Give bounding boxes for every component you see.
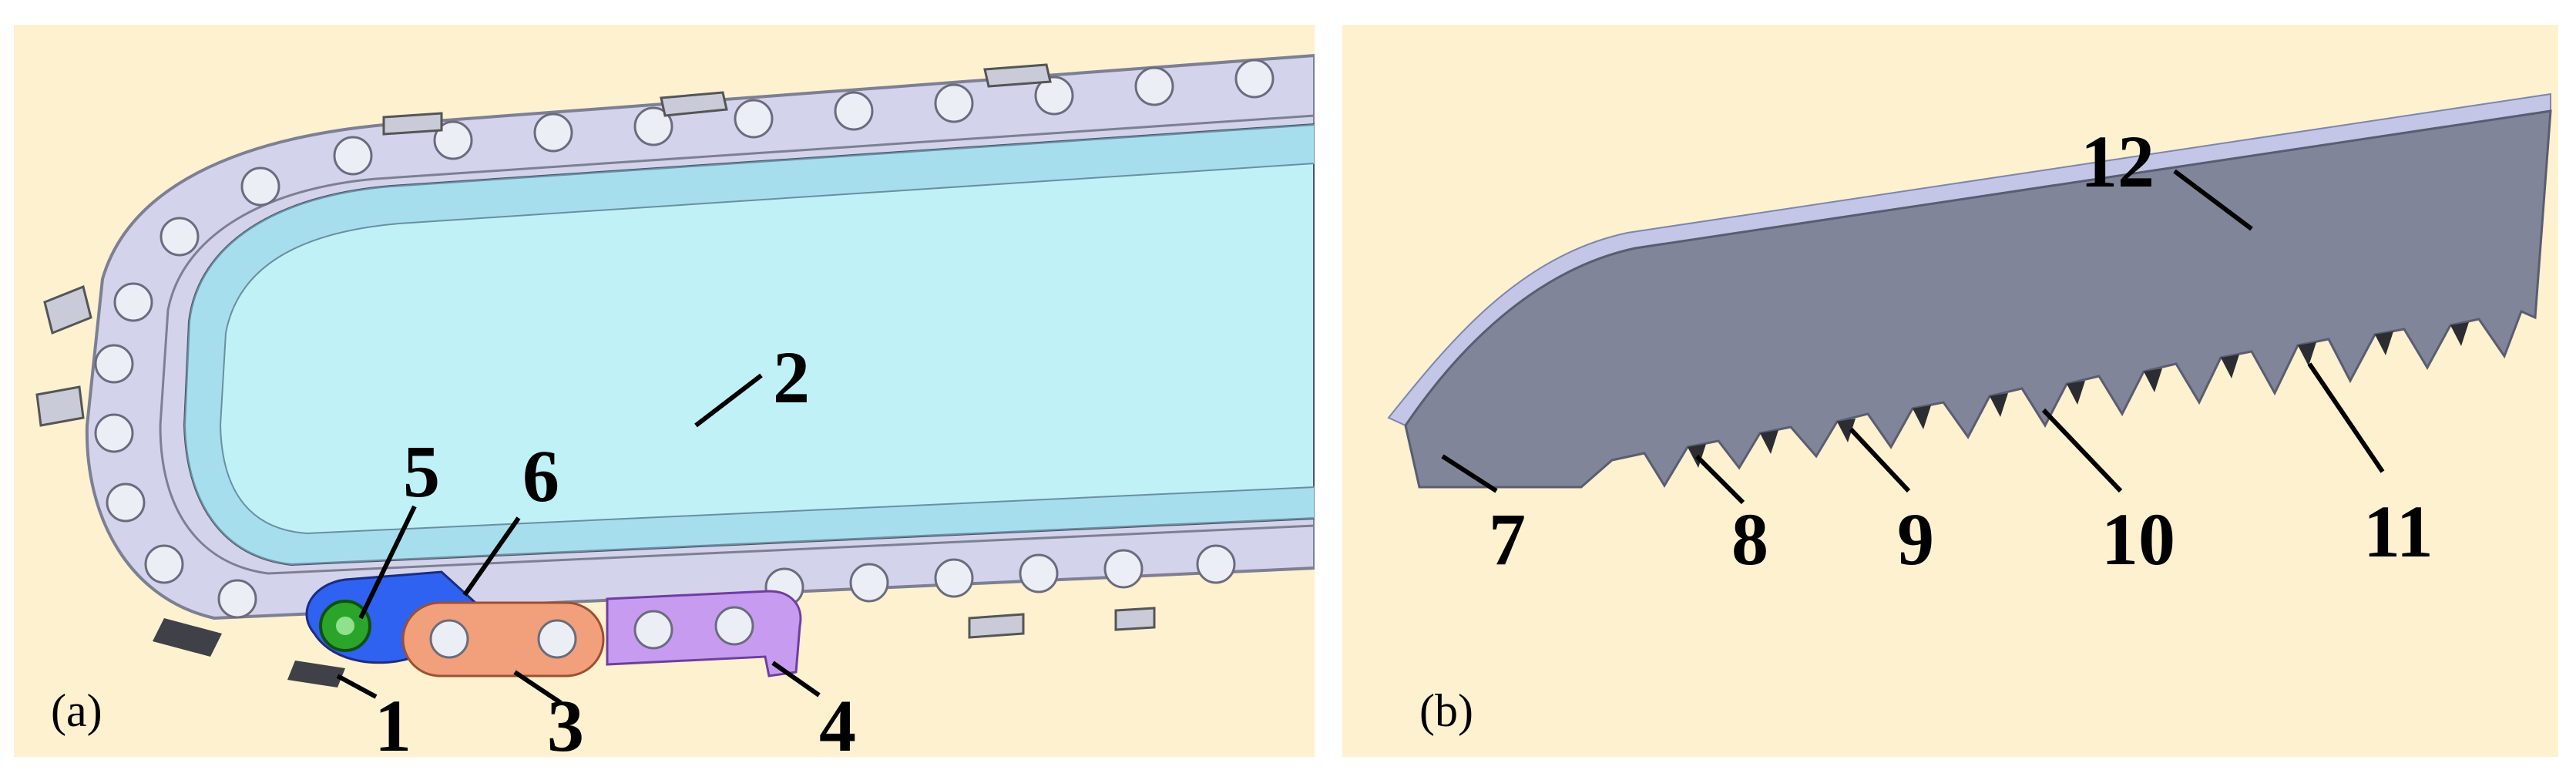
chainsaw-chain-drawing: 1 2 3 4 5 6 (a) bbox=[14, 25, 1315, 757]
leader-4 bbox=[771, 661, 821, 698]
callout-9: 9 bbox=[1897, 498, 1934, 580]
callout-3: 3 bbox=[547, 684, 584, 757]
guide-groove bbox=[183, 123, 1315, 566]
callout-10: 10 bbox=[2101, 498, 2175, 580]
green-rivet-center bbox=[336, 617, 354, 635]
panel-a: 1 2 3 4 5 6 (a) bbox=[14, 25, 1315, 757]
callout-8: 8 bbox=[1731, 498, 1768, 580]
purple-rivet-left bbox=[633, 610, 673, 650]
tooth-shadows bbox=[1688, 322, 2469, 468]
cutter-tooth-drawing: 7 8 9 10 11 12 (b) bbox=[1342, 25, 2558, 757]
callout-1: 1 bbox=[374, 684, 411, 757]
callout-7: 7 bbox=[1489, 498, 1526, 580]
callout-2: 2 bbox=[773, 336, 810, 419]
leader-11 bbox=[2307, 362, 2385, 473]
leader-3 bbox=[513, 670, 563, 705]
callout-5: 5 bbox=[403, 430, 440, 513]
panel-b-label: (b) bbox=[1419, 685, 1473, 736]
callout-4: 4 bbox=[819, 684, 856, 757]
leader-12 bbox=[2173, 169, 2253, 231]
orange-rivet-left bbox=[429, 619, 469, 659]
leader-5 bbox=[358, 505, 417, 620]
panel-a-label: (a) bbox=[51, 685, 102, 736]
leader-6 bbox=[462, 516, 521, 597]
leader-1 bbox=[336, 674, 378, 699]
chain-inner-edge bbox=[159, 114, 1315, 575]
callout-11: 11 bbox=[2363, 490, 2433, 573]
dark-cutters bbox=[153, 618, 345, 688]
blade-body bbox=[1404, 109, 2552, 489]
panel-b: 7 8 9 10 11 12 (b) bbox=[1342, 25, 2558, 757]
orange-rivet-right bbox=[537, 619, 577, 659]
leader-7 bbox=[1441, 454, 1498, 493]
leader-8 bbox=[1694, 454, 1745, 505]
chain-rivets bbox=[94, 59, 1275, 619]
leader-2 bbox=[694, 373, 763, 428]
chain-cutters bbox=[35, 63, 1156, 639]
callout-6: 6 bbox=[522, 435, 559, 517]
callout-12: 12 bbox=[2081, 120, 2155, 203]
leader-9 bbox=[1849, 427, 1911, 493]
purple-rivet-right bbox=[714, 606, 754, 646]
leader-10 bbox=[2041, 408, 2123, 493]
